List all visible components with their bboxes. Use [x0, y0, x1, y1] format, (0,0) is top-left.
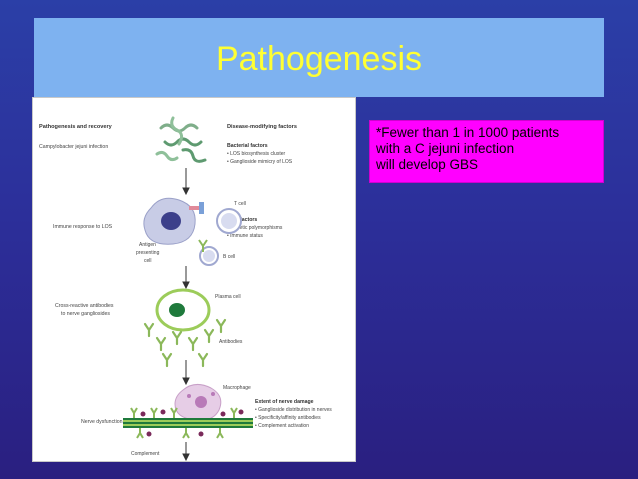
- plasma-cell-illustration: [157, 290, 209, 330]
- t-cell-illustration: [217, 209, 241, 233]
- factor-title-bacterial: Bacterial factors: [227, 143, 268, 149]
- factor-item: • Specificity/affinity antibodies: [255, 415, 321, 421]
- antibodies-label: Antibodies: [219, 339, 243, 345]
- slide-title: Pathogenesis: [34, 40, 604, 79]
- campylobacter-bacteria-illustration: [157, 118, 205, 161]
- title-bar: Pathogenesis: [34, 18, 604, 97]
- callout-line: with a C jejuni infection: [376, 141, 597, 157]
- pathogenesis-figure: Pathogenesis and recovery Disease-modify…: [32, 97, 356, 462]
- macrophage-label: Macrophage: [223, 385, 251, 391]
- flow-arrow: [183, 266, 189, 288]
- apc-label: presenting: [136, 250, 160, 256]
- plasma-cell-label: Plasma cell: [215, 294, 241, 300]
- factor-item: • Ganglioside mimicry of LOS: [227, 159, 293, 165]
- macrophage-illustration: [175, 384, 221, 420]
- figure-heading-left: Pathogenesis and recovery: [39, 124, 113, 130]
- statistic-callout: *Fewer than 1 in 1000 patients with a C …: [369, 120, 604, 183]
- stage-label-immune-response: Immune response to LOS: [53, 224, 113, 230]
- pathogenesis-diagram: Pathogenesis and recovery Disease-modify…: [33, 98, 355, 461]
- stage-label-nerve-dysfunction: Nerve dysfunction: [81, 419, 123, 425]
- flow-arrow: [183, 168, 189, 194]
- factor-item: • Ganglioside distribution in nerves: [255, 407, 332, 413]
- stage-label-gangliosides: to nerve gangliosides: [61, 311, 110, 317]
- flow-arrow: [183, 442, 189, 460]
- b-cell-label: B cell: [223, 254, 235, 260]
- antigen-presenting-cell-illustration: [144, 198, 204, 244]
- complement-label: Complement: [131, 451, 160, 457]
- figure-heading-right: Disease-modifying factors: [227, 124, 297, 130]
- b-cell-illustration: [199, 240, 218, 265]
- factor-title-nerve-damage: Extent of nerve damage: [255, 399, 314, 405]
- stage-label-infection: Campylobacter jejuni infection: [39, 144, 108, 150]
- factor-item: • Immune status: [227, 233, 263, 239]
- apc-label: cell: [144, 258, 152, 264]
- callout-line: will develop GBS: [376, 157, 597, 173]
- factor-item: • LOS biosynthesis cluster: [227, 151, 285, 157]
- factor-item: • Complement activation: [255, 423, 309, 429]
- t-cell-label: T cell: [234, 201, 246, 207]
- apc-label: Antigen: [139, 242, 156, 248]
- stage-label-cross-reactive: Cross-reactive antibodies: [55, 303, 114, 309]
- callout-line: *Fewer than 1 in 1000 patients: [376, 125, 597, 141]
- flow-arrow: [183, 360, 189, 384]
